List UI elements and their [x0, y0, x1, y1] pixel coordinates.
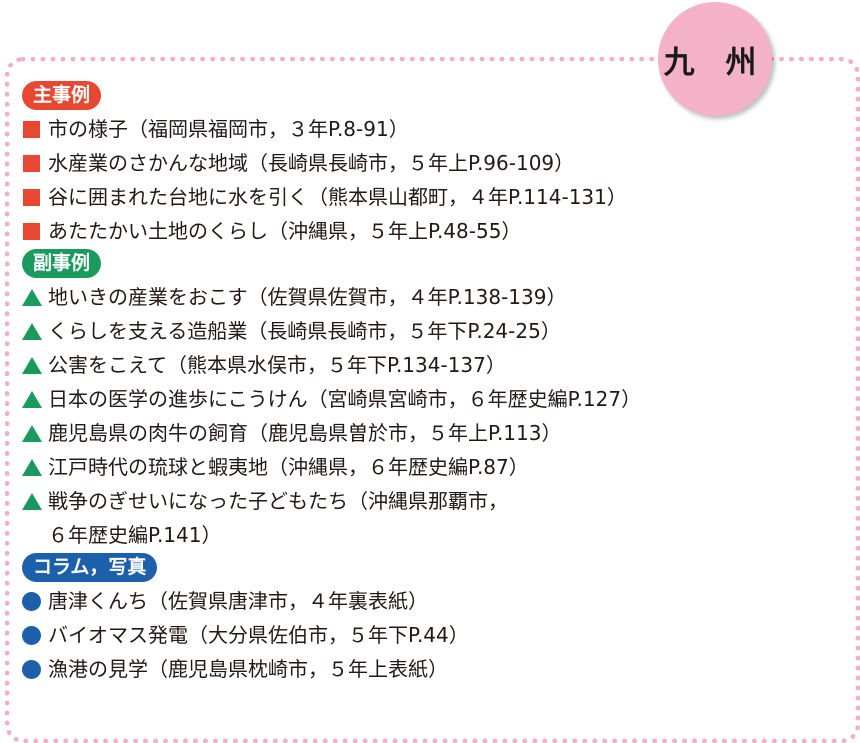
list-item: 公害をこえて（熊本県水俣市，５年下P.134-137） [22, 348, 641, 382]
list-item: 鹿児島県の肉牛の飼育（鹿児島県曽於市，５年上P.113） [22, 416, 641, 450]
list-item: 戦争のぎせいになった子どもたち（沖縄県那覇市， [22, 484, 641, 518]
triangle-marker-icon [22, 492, 42, 510]
circle-marker-icon [22, 625, 41, 645]
list-item: 市の様子（福岡県福岡市，３年P.8-91） [22, 112, 641, 146]
list-item-text: くらしを支える造船業（長崎県長崎市，５年下P.24-25） [48, 319, 561, 343]
list-item: 唐津くんち（佐賀県唐津市，４年裏表紙） [22, 584, 641, 618]
sub-cases-label: 副事例 [22, 249, 102, 278]
list-item: 日本の医学の進歩にこうけん（宮崎県宮崎市，６年歴史編P.127） [22, 382, 641, 416]
triangle-marker-icon [22, 322, 42, 340]
triangle-marker-icon [22, 288, 42, 306]
circle-marker-icon [22, 591, 41, 611]
list-item-text: 江戸時代の琉球と蝦夷地（沖縄県，６年歴史編P.87） [48, 455, 529, 479]
list-item-text: 戦争のぎせいになった子どもたち（沖縄県那覇市， [48, 489, 508, 513]
list-item-text: 市の様子（福岡県福岡市，３年P.8-91） [48, 117, 409, 141]
list-item-text: 鹿児島県の肉牛の飼育（鹿児島県曽於市，５年上P.113） [48, 421, 562, 445]
list-item-text: あたたかい土地のくらし（沖縄県，５年上P.48-55） [48, 219, 522, 243]
triangle-marker-icon [22, 424, 42, 442]
triangle-marker-icon [22, 356, 42, 374]
square-marker-icon [23, 222, 40, 240]
list-item-continuation: ６年歴史編P.141） [48, 523, 222, 547]
triangle-marker-icon [22, 458, 42, 476]
triangle-marker-icon [22, 390, 42, 408]
list-item: バイオマス発電（大分県佐伯市，５年下P.44） [22, 618, 641, 652]
list-item-text: 谷に囲まれた台地に水を引く（熊本県山都町，４年P.114-131） [48, 185, 627, 209]
region-badge: 九 州 [658, 2, 772, 116]
dotted-frame [5, 57, 860, 743]
list-item-text: 地いきの産業をおこす（佐賀県佐賀市，４年P.138-139） [48, 285, 567, 309]
list-item: あたたかい土地のくらし（沖縄県，５年上P.48-55） [22, 214, 641, 248]
list-item: 谷に囲まれた台地に水を引く（熊本県山都町，４年P.114-131） [22, 180, 641, 214]
list-item: 水産業のさかんな地域（長崎県長崎市，５年上P.96-109） [22, 146, 641, 180]
square-marker-icon [23, 154, 40, 172]
list-item: 地いきの産業をおこす（佐賀県佐賀市，４年P.138-139） [22, 280, 641, 314]
list-item-text: 唐津くんち（佐賀県唐津市，４年裏表紙） [48, 589, 428, 613]
list-item: くらしを支える造船業（長崎県長崎市，５年下P.24-25） [22, 314, 641, 348]
case-list: 主事例 市の様子（福岡県福岡市，３年P.8-91） 水産業のさかんな地域（長崎県長… [22, 80, 641, 686]
list-item-text: バイオマス発電（大分県佐伯市，５年下P.44） [48, 623, 469, 647]
list-item: 漁港の見学（鹿児島県枕崎市，５年上表紙） [22, 652, 641, 686]
circle-marker-icon [22, 659, 41, 679]
square-marker-icon [23, 120, 40, 138]
column-photo-label: コラム，写真 [22, 553, 158, 582]
list-item-text: 漁港の見学（鹿児島県枕崎市，５年上表紙） [48, 657, 448, 681]
list-item-text: 日本の医学の進歩にこうけん（宮崎県宮崎市，６年歴史編P.127） [48, 387, 642, 411]
list-item-text: 公害をこえて（熊本県水俣市，５年下P.134-137） [48, 353, 506, 377]
square-marker-icon [23, 188, 40, 206]
list-item: 江戸時代の琉球と蝦夷地（沖縄県，６年歴史編P.87） [22, 450, 641, 484]
list-item-text: 水産業のさかんな地域（長崎県長崎市，５年上P.96-109） [48, 151, 575, 175]
main-cases-label: 主事例 [22, 81, 102, 110]
